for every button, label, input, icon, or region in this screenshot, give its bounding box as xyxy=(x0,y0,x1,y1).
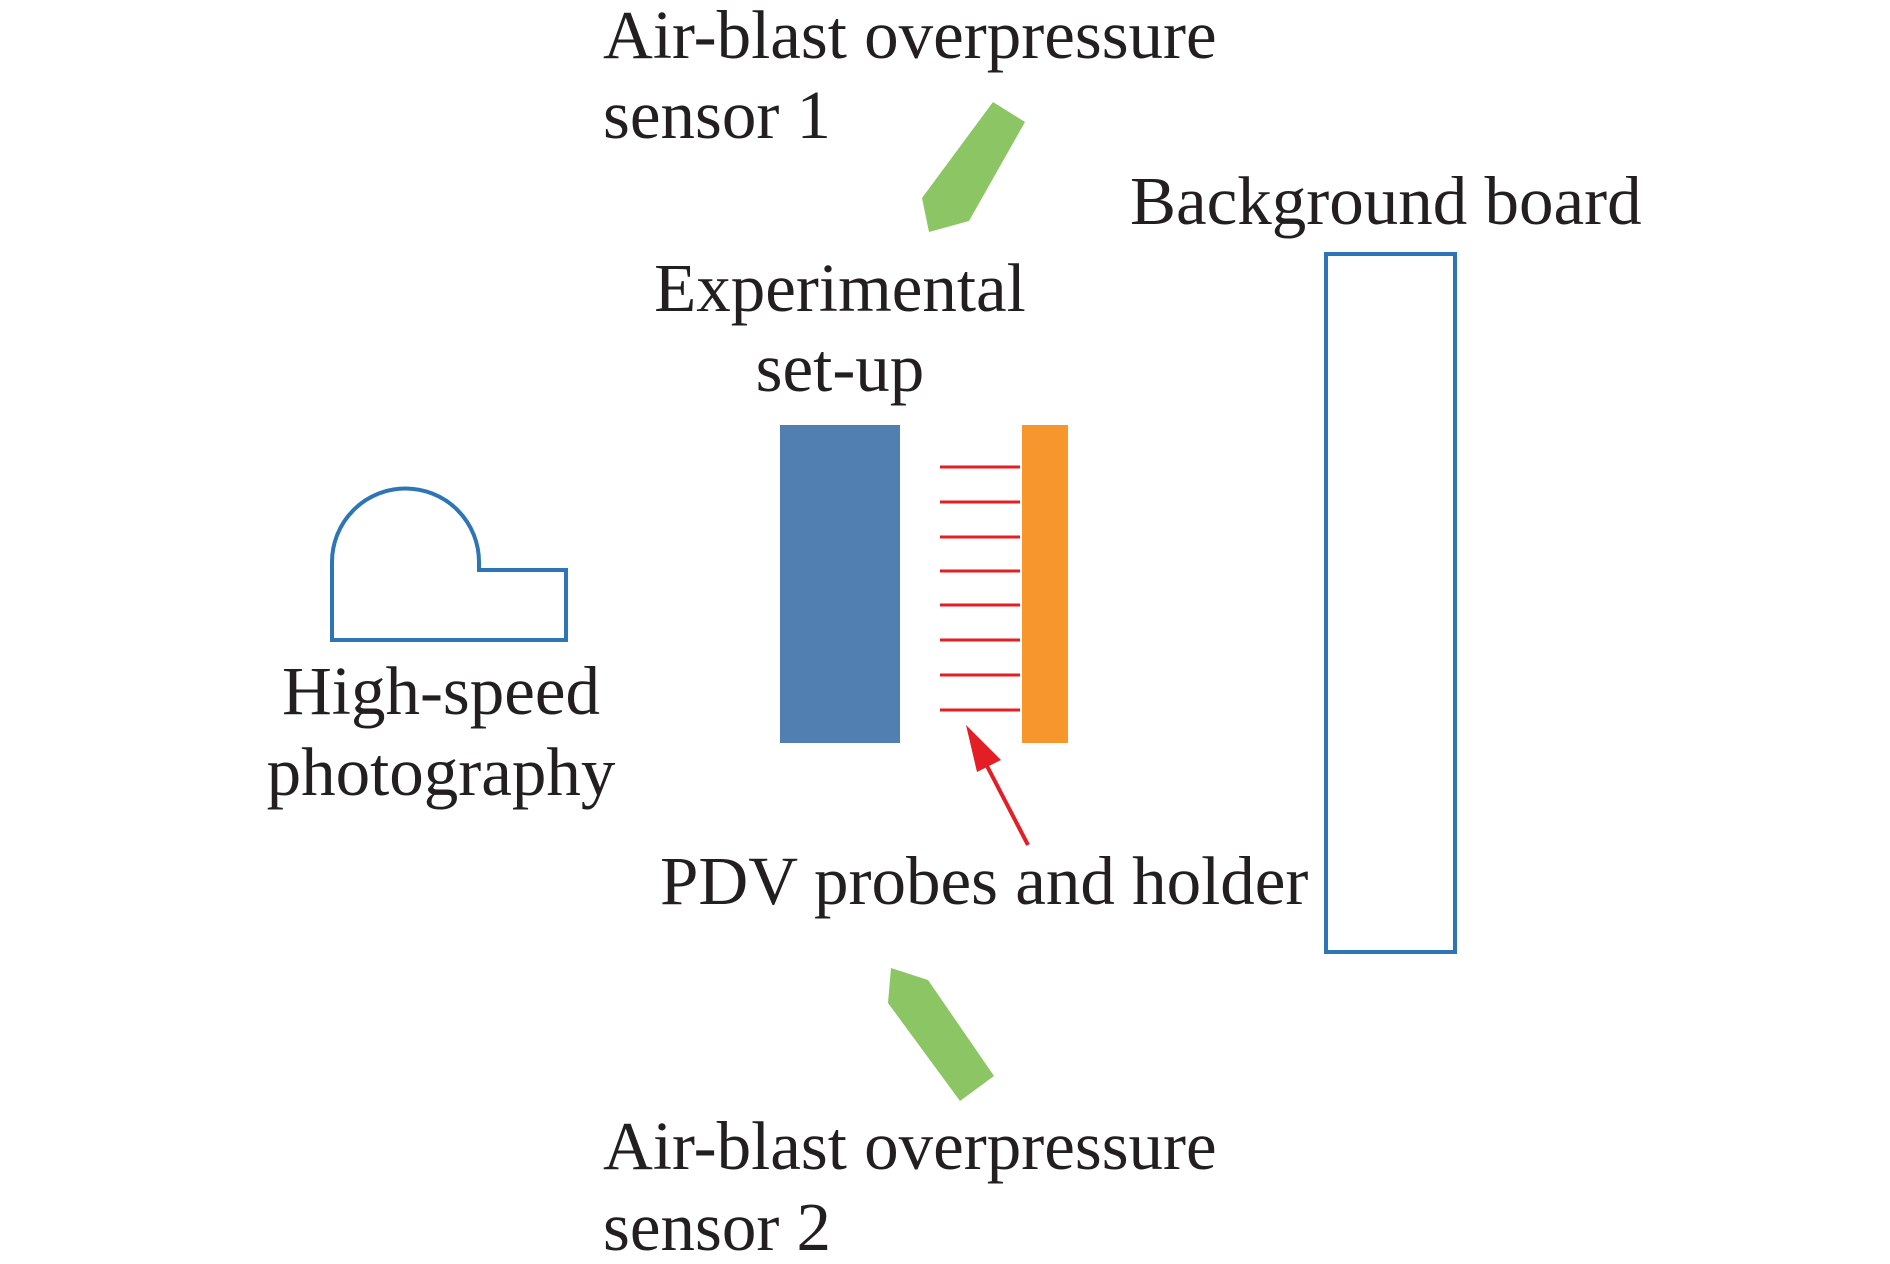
camera-label-line-2: photography xyxy=(267,734,616,810)
sensor-1-label-line-2: sensor 1 xyxy=(603,77,831,153)
setup-label-line-1: Experimental xyxy=(654,250,1026,326)
camera-label-line-1: High-speed xyxy=(282,653,600,729)
air-blast-sensor-2 xyxy=(888,968,994,1101)
explosive-charge-block xyxy=(780,425,900,743)
high-speed-camera-icon xyxy=(330,486,568,642)
pdv-pointer-arrow xyxy=(966,725,1030,846)
pdv-probes xyxy=(940,465,1020,712)
air-blast-sensor-1 xyxy=(922,102,1025,232)
sensor-2-label-line-2: sensor 2 xyxy=(603,1189,831,1264)
sensor-1-label-line-1: Air-blast overpressure xyxy=(603,0,1217,73)
background-board xyxy=(1324,252,1457,954)
pdv-label: PDV probes and holder xyxy=(660,843,1308,919)
sensor-2-label-line-1: Air-blast overpressure xyxy=(603,1108,1217,1184)
pdv-probe-holder xyxy=(1022,425,1068,743)
setup-label-line-2: set-up xyxy=(756,330,925,406)
background-board-label: Background board xyxy=(1130,163,1642,239)
